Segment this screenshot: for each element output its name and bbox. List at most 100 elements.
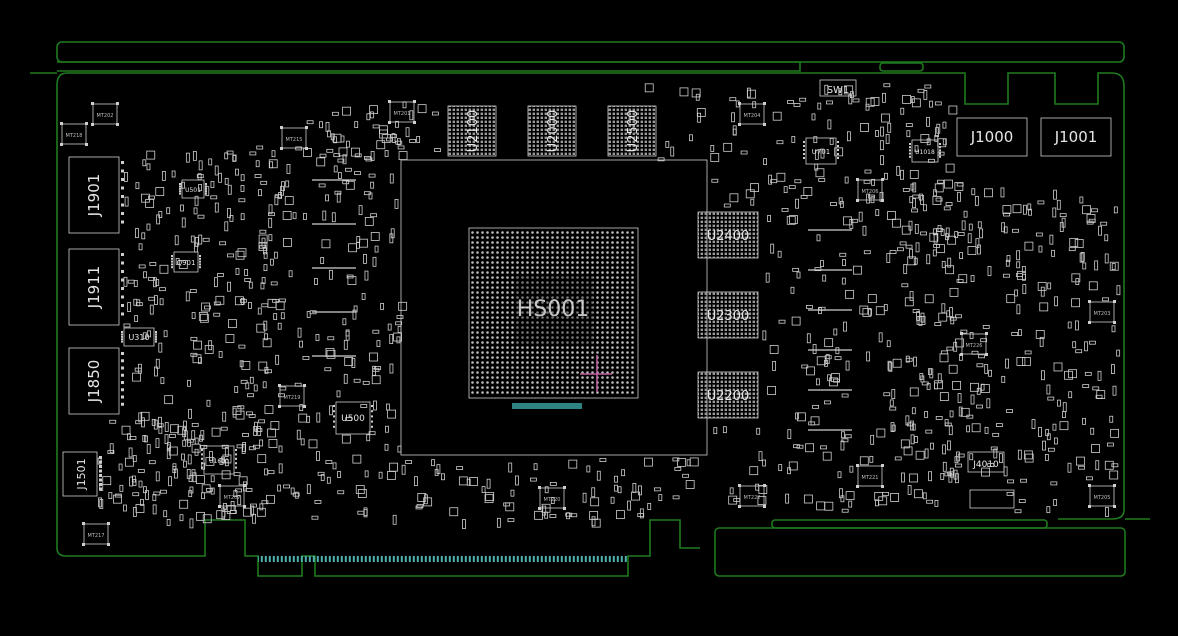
passive-pad (201, 484, 211, 494)
passive-pad (599, 458, 607, 462)
passive-pad (1109, 415, 1114, 423)
passive-pad (389, 173, 394, 184)
passive-pad (1092, 386, 1100, 391)
passive-pad (396, 315, 404, 319)
passive-pad (374, 245, 379, 253)
memory-chip-u2500[interactable]: U2500 (607, 105, 657, 157)
passive-pad (791, 316, 801, 326)
mounting-hole-mt226[interactable]: MT226 (960, 332, 988, 356)
passive-pad (240, 174, 245, 182)
passive-pad (109, 419, 117, 424)
passive-pad (515, 475, 519, 486)
passive-pad (329, 405, 333, 416)
passive-pad (316, 157, 326, 167)
passive-pad (762, 330, 767, 341)
passive-pad (1016, 261, 1021, 269)
passive-pad (1042, 440, 1046, 451)
ic-u500[interactable]: U500 (333, 401, 373, 435)
ic-label: U1018 (915, 149, 935, 156)
passive-pad (362, 380, 370, 385)
passive-pad (672, 495, 680, 500)
connector-j4010[interactable]: J4010 (967, 451, 1005, 473)
passive-pad (946, 346, 954, 351)
ic-u310[interactable]: U310 (121, 327, 157, 347)
passive-pad (211, 427, 221, 437)
passive-pad (326, 476, 331, 484)
memory-chip-u2300[interactable]: U2300 (697, 291, 759, 339)
ic-label: U310 (128, 333, 149, 342)
mounting-hole-mt207[interactable]: MT207 (218, 484, 246, 508)
mounting-hole-mt205[interactable]: MT205 (1088, 484, 1116, 508)
passive-pad (837, 471, 842, 479)
passive-pad (138, 264, 146, 269)
passive-pad (827, 374, 832, 382)
passive-pad (914, 436, 918, 443)
passive-pad (817, 102, 822, 110)
passive-pad (342, 106, 351, 116)
passive-pad (146, 163, 151, 171)
passive-pad (1107, 442, 1114, 447)
passive-pad (138, 243, 143, 251)
passive-pad (729, 97, 737, 102)
passive-pad (218, 172, 222, 183)
mounting-hole-mt215[interactable]: MT215 (280, 126, 308, 150)
mounting-hole-mt201[interactable]: MT201 (388, 100, 416, 124)
mounting-hole-mt220[interactable]: MT220 (538, 486, 566, 510)
passive-pad (303, 213, 307, 220)
passive-pad (1028, 208, 1032, 216)
connector-j1911[interactable]: J1911 (68, 248, 124, 326)
passive-pad (279, 386, 287, 391)
passive-pad (314, 499, 322, 504)
passive-pad (1038, 245, 1043, 253)
connector-j1000[interactable]: J1000 (956, 117, 1028, 157)
passive-pad (785, 493, 790, 504)
passive-pad (402, 101, 407, 109)
passive-pad (386, 471, 396, 480)
passive-pad (208, 158, 213, 166)
passive-pad (241, 444, 246, 454)
passive-pad (1069, 237, 1079, 247)
connector-label: J1911 (85, 266, 103, 310)
memory-chip-u2100[interactable]: U2100 (447, 105, 497, 157)
memory-chip-u2000[interactable]: U2000 (527, 105, 577, 157)
passive-pad (614, 484, 618, 492)
passive-pad (958, 406, 963, 417)
mounting-hole-mt202[interactable]: MT202 (91, 102, 119, 126)
memory-chip-u2200[interactable]: U2200 (697, 371, 759, 419)
passive-pad (266, 494, 275, 504)
passive-pad (862, 225, 867, 236)
connector-j1501[interactable]: J1501 (62, 451, 102, 497)
connector-j1001[interactable]: J1001 (1040, 117, 1112, 157)
ic-u1018[interactable]: U1018 (909, 139, 941, 163)
mounting-hole-mt221[interactable]: MT221 (856, 464, 884, 488)
memory-chip-u2400[interactable]: U2400 (697, 211, 759, 259)
passive-pad (159, 287, 166, 292)
ic-u1600[interactable]: U1600 (201, 445, 237, 475)
connector-j1850[interactable]: J1850 (68, 347, 124, 415)
ic-q901[interactable]: Q901 (171, 251, 201, 273)
passive-pad (862, 307, 872, 317)
mounting-hole-mt203[interactable]: MT203 (1088, 300, 1116, 324)
passive-pad (1054, 437, 1058, 445)
passive-pad (319, 153, 327, 158)
passive-pad (845, 360, 850, 371)
mounting-hole-mt204[interactable]: MT204 (738, 102, 766, 126)
passive-pad (175, 257, 180, 265)
passive-pad (236, 444, 244, 449)
passive-pad (691, 88, 701, 98)
passive-pad (735, 100, 740, 108)
mounting-hole-mt218[interactable]: MT218 (60, 122, 88, 146)
passive-pad (210, 195, 218, 200)
passive-pad (1006, 255, 1011, 262)
passive-pad (1012, 204, 1022, 214)
passive-pad (121, 425, 131, 435)
connector-sw1[interactable]: SW1 (819, 79, 857, 97)
mounting-hole-mt219[interactable]: MT219 (278, 384, 306, 408)
passive-pad (920, 312, 925, 323)
passive-pad (142, 332, 147, 340)
passive-pad (224, 221, 229, 232)
ic-u501[interactable]: U501 (179, 179, 207, 199)
connector-j1901[interactable]: J1901 (68, 156, 124, 234)
passive-pad (374, 366, 382, 370)
mounting-hole-mt217[interactable]: MT217 (82, 522, 110, 546)
